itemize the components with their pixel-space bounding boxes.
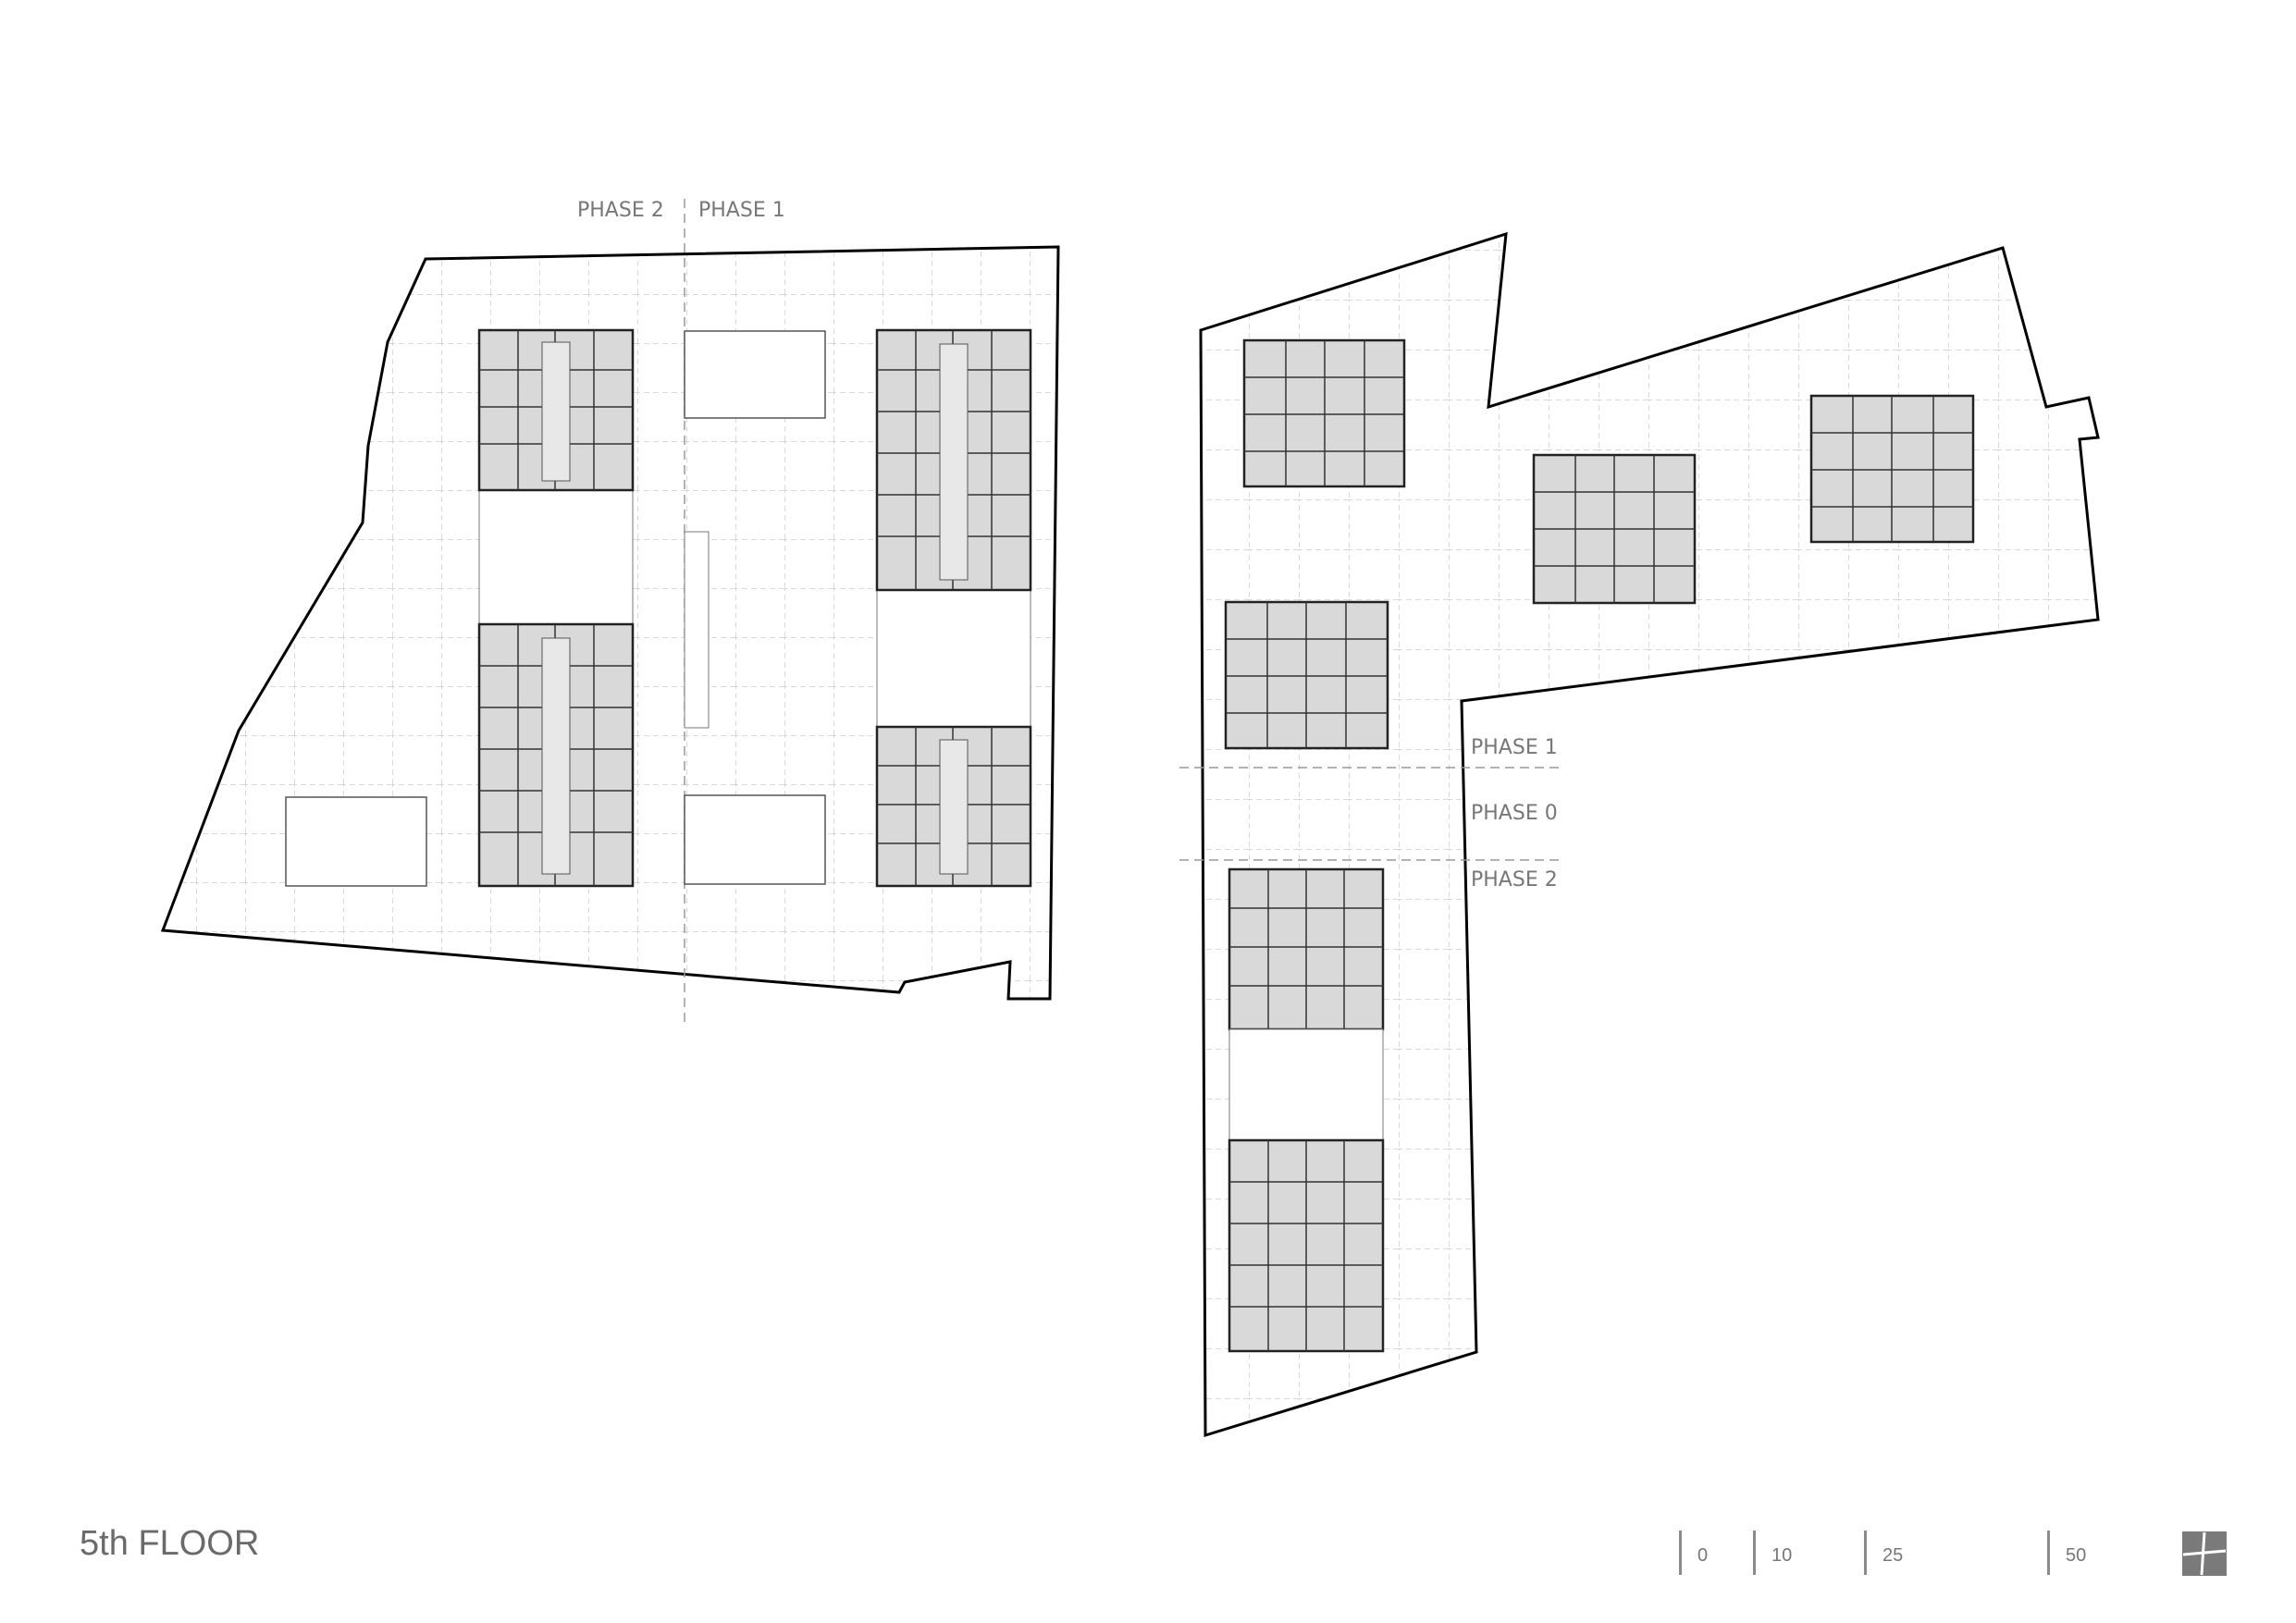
passage — [684, 531, 710, 729]
scale-tick — [1753, 1531, 1756, 1575]
building-block — [1228, 1138, 1385, 1353]
site-left-boundary — [160, 245, 1060, 1001]
building-block — [1224, 600, 1389, 750]
building-block — [1228, 867, 1385, 1031]
courtyard — [876, 589, 1031, 728]
open-lot — [285, 796, 427, 887]
scale-tick — [2047, 1531, 2050, 1575]
scale-tick — [1864, 1531, 1867, 1575]
phase-label-left-2: PHASE 2 — [577, 199, 664, 222]
scale-label-0: 0 — [1697, 1545, 1709, 1566]
building-block — [875, 328, 1032, 592]
scale-tick — [1679, 1531, 1682, 1575]
scale-label-50: 50 — [2066, 1545, 2087, 1566]
site-right-boundary — [1199, 231, 2100, 1438]
site-right: PHASE 1 PHASE 0 PHASE 2 — [1179, 231, 2100, 1438]
scale-label-10: 10 — [1771, 1545, 1793, 1566]
scale-label-25: 25 — [1882, 1545, 1904, 1566]
courtyard — [478, 489, 634, 625]
floor-title: 5th FLOOR — [80, 1524, 260, 1563]
courtyard — [1228, 1028, 1384, 1141]
building-block — [1242, 338, 1406, 488]
building-block — [477, 622, 635, 888]
building-block — [1532, 453, 1697, 605]
phase-label-left-1: PHASE 1 — [698, 199, 785, 222]
building-block — [875, 725, 1032, 888]
phase-label-right-0: PHASE 0 — [1471, 802, 1558, 825]
scale-bar: 0 10 25 50 — [1679, 1531, 2123, 1575]
building-block — [477, 328, 635, 492]
logo-icon — [2182, 1531, 2227, 1576]
phase-label-right-2: PHASE 2 — [1471, 868, 1558, 891]
open-lot — [684, 330, 826, 419]
phase-label-right-1: PHASE 1 — [1471, 736, 1558, 759]
building-block — [1809, 394, 1975, 544]
open-lot — [684, 794, 826, 885]
site-left: PHASE 2 PHASE 1 — [160, 199, 1060, 1027]
